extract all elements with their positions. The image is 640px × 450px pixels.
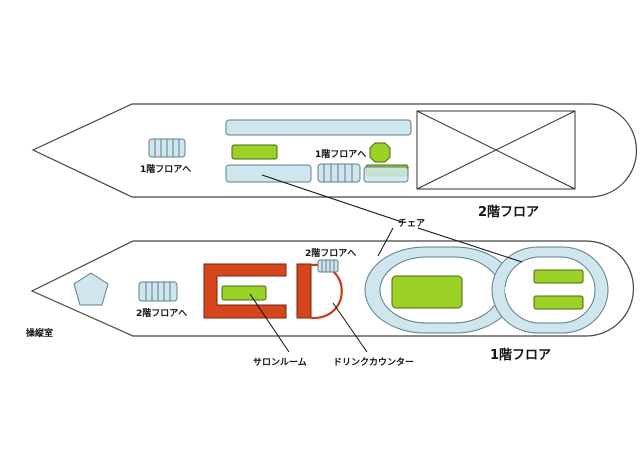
- chair-leader-upper: [261, 174, 403, 223]
- salon-counter: [203, 263, 287, 319]
- to-floor1-center-label: 1階フロアへ: [315, 148, 366, 160]
- floor2-title: 2階フロア: [478, 204, 539, 220]
- floor1-stairs-left-icon[interactable]: [138, 281, 178, 302]
- salon-label: サロンルーム: [253, 357, 307, 368]
- oval-seating-right: [491, 246, 609, 334]
- floor1-title: 1階フロア: [490, 347, 551, 363]
- chair-leader-lower-right: [417, 227, 523, 263]
- chair-label: チェア: [398, 218, 425, 229]
- floor2-stairs-left-icon[interactable]: [148, 138, 186, 158]
- floor2-plan: 1階フロアへ 1階フロアへ 2階フロア: [31, 103, 638, 220]
- oval-seating-left: [356, 246, 516, 334]
- to-floor1-left-label: 1階フロアへ: [140, 163, 191, 175]
- to-floor2-top-label: 2階フロアへ: [305, 247, 356, 259]
- floor2-bench-top: [225, 119, 412, 136]
- chair-leader-lower-left: [377, 227, 394, 257]
- floor2-small-bench: [363, 166, 409, 183]
- floor2-open-area: [416, 110, 576, 190]
- floor2-bench-bottom: [225, 164, 312, 183]
- salon-leader: [249, 293, 290, 353]
- drink-counter-front: [296, 263, 312, 319]
- floor1-stairs-top-icon[interactable]: [317, 259, 339, 273]
- cockpit-label: 操縦室: [26, 327, 53, 339]
- to-floor2-left-label: 2階フロアへ: [136, 307, 187, 319]
- floor2-stairs-center-icon[interactable]: [317, 163, 361, 183]
- salon-table: [221, 285, 267, 301]
- cockpit-console[interactable]: [73, 272, 109, 306]
- drink-counter-label: ドリンクカウンター: [333, 356, 414, 368]
- floor2-octagon-table: [369, 142, 391, 163]
- drink-counter-leader: [332, 302, 368, 353]
- floor1-plan: 操縦室 2階フロアへ 2階フロアへ: [26, 240, 635, 363]
- floor2-table: [231, 144, 278, 160]
